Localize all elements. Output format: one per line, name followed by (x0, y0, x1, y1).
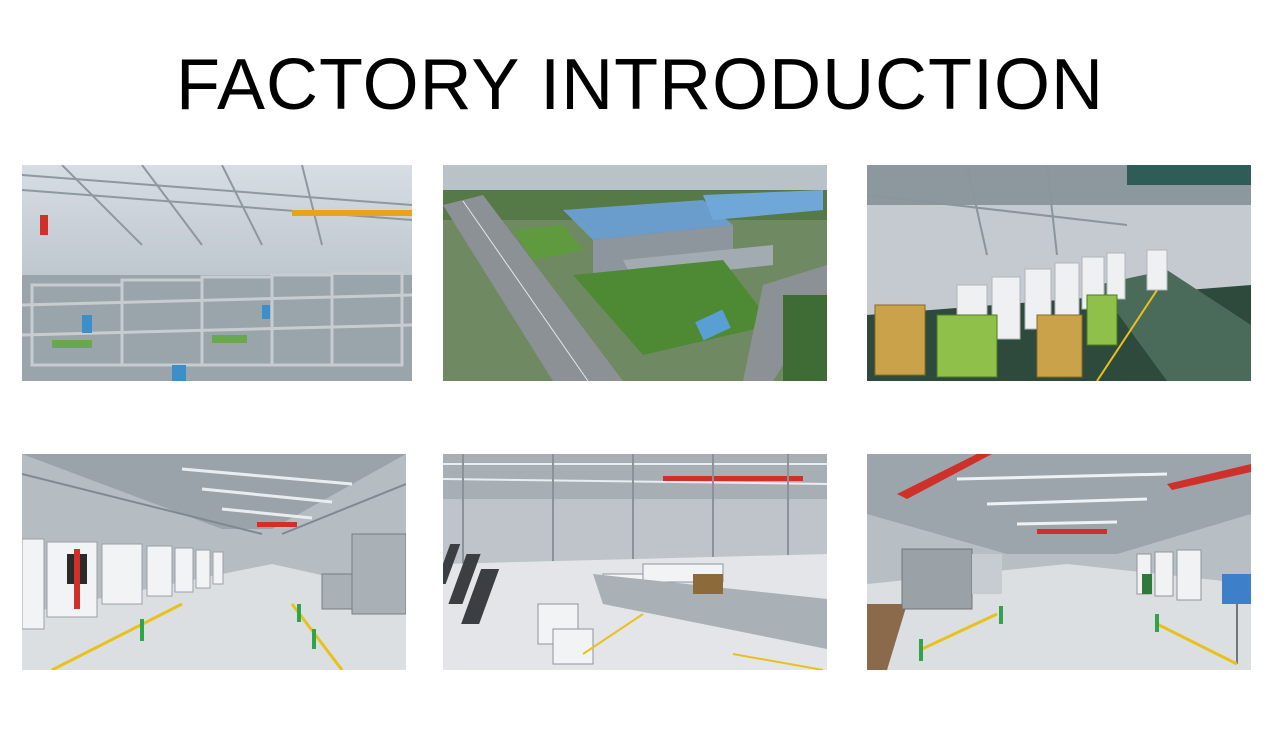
production-hall-3-image (867, 454, 1251, 670)
aerial-view-image (443, 165, 827, 381)
page-title: FACTORY INTRODUCTION (175, 45, 1105, 125)
production-hall-2-image (443, 454, 827, 670)
production-hall-1-image (22, 454, 406, 670)
factory-photo-production-hall-2 (443, 454, 827, 670)
warehouse-image (867, 165, 1251, 381)
factory-photo-warehouse (867, 165, 1251, 381)
factory-photo-production-hall-1 (22, 454, 406, 670)
assembly-line-image (22, 165, 412, 381)
factory-photo-production-hall-3 (867, 454, 1251, 670)
factory-photo-aerial-view (443, 165, 827, 381)
factory-photo-assembly-line (22, 165, 412, 381)
